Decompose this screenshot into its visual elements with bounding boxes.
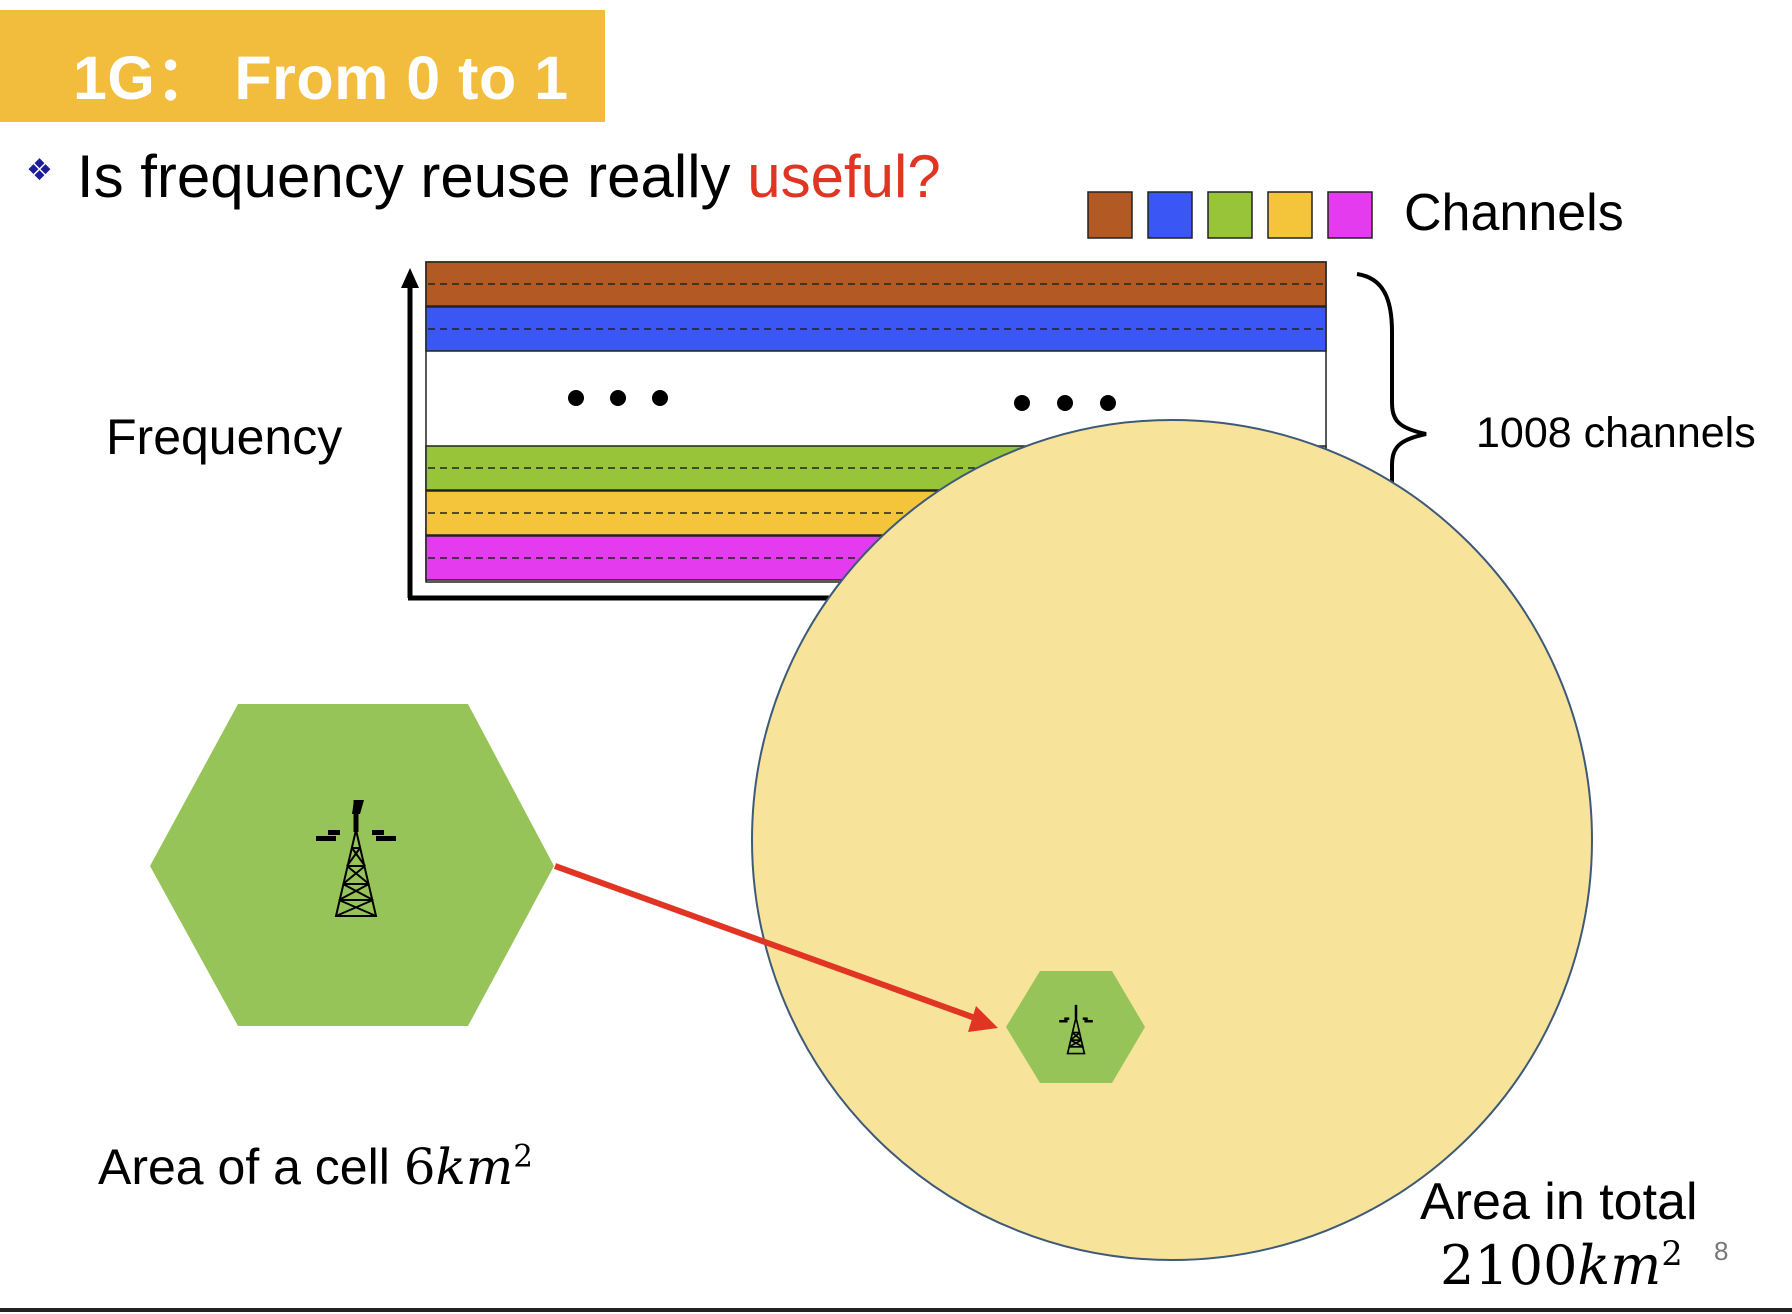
ellipsis-dot — [1057, 395, 1073, 411]
legend-label: Channels — [1404, 184, 1624, 242]
total-area-label: Area in total — [1420, 1173, 1698, 1231]
ellipsis-dot — [1014, 395, 1030, 411]
bottom-rule — [0, 1308, 1792, 1312]
cell-area-exponent: 2 — [513, 1138, 533, 1175]
ellipsis-dot — [652, 390, 668, 406]
legend-swatch — [1087, 191, 1133, 239]
total-area-unit: km — [1577, 1234, 1662, 1297]
diamond-bullet-icon: ❖ — [26, 154, 53, 187]
cell-area-unit: km — [435, 1138, 514, 1196]
total-area-exponent: 2 — [1661, 1234, 1683, 1273]
cell-area-number: 6 — [403, 1138, 436, 1196]
cell-area-label: Area of a cell 6km2 — [98, 1138, 533, 1196]
legend-swatch — [1147, 191, 1193, 239]
slide-title: 1G： From 0 to 1 — [73, 44, 569, 112]
ellipsis-dot — [1100, 395, 1116, 411]
channel-count-label: 1008 channels — [1476, 409, 1756, 457]
question-line: ❖ Is frequency reuse really useful? — [26, 142, 941, 211]
question-mark: ? — [907, 143, 941, 210]
title-bar — [0, 10, 605, 122]
question-accent: useful — [747, 143, 908, 210]
cell-tower-icon — [316, 800, 396, 917]
total-area-number: 2100 — [1440, 1234, 1578, 1297]
ellipsis-dot — [610, 390, 626, 406]
arrow-shaft — [553, 863, 977, 1021]
cell-tower-icon — [1059, 1004, 1093, 1055]
legend-swatch — [1207, 191, 1253, 239]
ellipsis-dot — [568, 390, 584, 406]
cell-area-text: Area of a cell — [98, 1139, 404, 1195]
legend-swatch — [1267, 191, 1313, 239]
cell-hexagon-small — [1006, 971, 1145, 1083]
frequency-axis-label: Frequency — [106, 409, 343, 465]
channel-legend — [1087, 191, 1373, 239]
total-area-value: 2100km2 — [1440, 1234, 1683, 1297]
total-area-circle — [751, 419, 1593, 1261]
legend-swatch — [1327, 191, 1373, 239]
question-text: Is frequency reuse really — [76, 143, 748, 210]
axis-arrowhead — [401, 268, 419, 288]
page-number: 8 — [1714, 1236, 1729, 1266]
arrow-head — [968, 1006, 998, 1032]
